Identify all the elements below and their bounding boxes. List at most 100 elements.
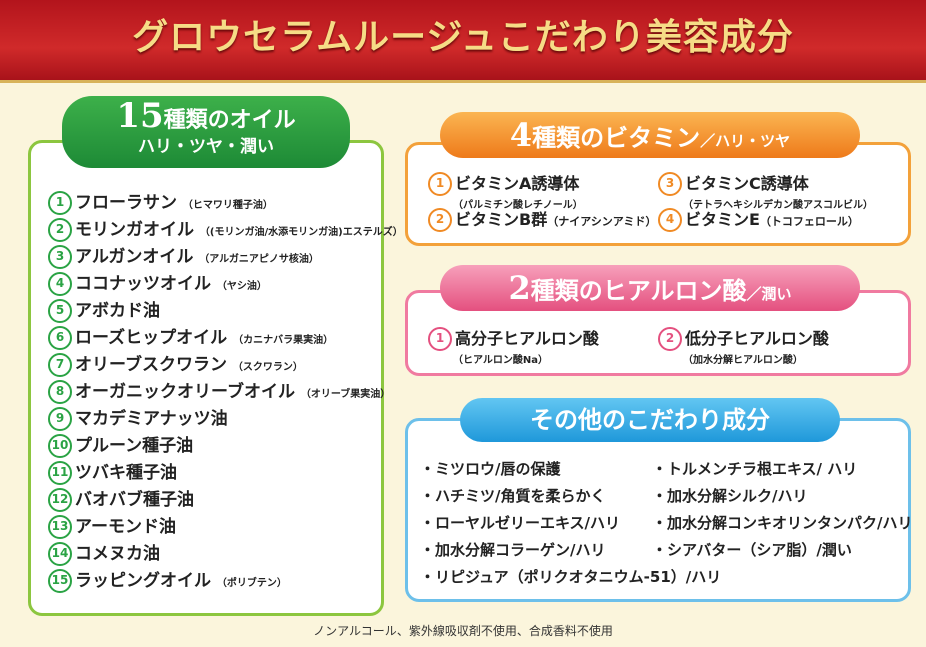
- oil-name: ローズヒップオイル: [75, 328, 228, 348]
- title-banner: グロウセラムルージュこだわり美容成分: [0, 0, 926, 83]
- vitamin-name: ビタミンC誘導体: [685, 174, 809, 193]
- number-badge: 5: [48, 299, 72, 323]
- oil-name: コメヌカ油: [75, 544, 160, 564]
- number-badge: 9: [48, 407, 72, 431]
- oil-note: （ポリブテン）: [216, 578, 287, 589]
- oil-name: アーモンド油: [75, 517, 176, 537]
- vitamins-heading: 4種類のビタミン／ハリ・ツヤ: [440, 112, 860, 158]
- vitamin-note: （ナイアシンアミド）: [547, 215, 657, 228]
- number-badge: 4: [48, 272, 72, 296]
- hyaluronic-heading: 2種類のヒアルロン酸／潤い: [440, 265, 860, 311]
- number-badge: 2: [658, 327, 682, 351]
- vitamin-note: （テトラヘキシルデカン酸アスコルビル）: [683, 200, 873, 211]
- page-title: グロウセラムルージュこだわり美容成分: [132, 16, 794, 58]
- other-item: ・加水分解コラーゲン/ハリ: [420, 541, 606, 559]
- number-badge: 14: [48, 542, 72, 566]
- oils-heading: 15種類のオイルハリ・ツヤ・潤い: [62, 96, 350, 168]
- oil-note: （ヒマワリ種子油）: [182, 200, 273, 211]
- oil-name: ラッピングオイル: [75, 571, 211, 591]
- oil-name: オーガニックオリーブオイル: [75, 382, 295, 402]
- oil-name: モリンガオイル: [75, 220, 194, 240]
- oil-note: （オリーブ果実油）: [300, 389, 391, 400]
- oil-name: アボカド油: [75, 301, 160, 321]
- vitamin-name: ビタミンE: [685, 210, 760, 229]
- vitamins-count: 4: [509, 116, 533, 154]
- oil-name: ツバキ種子油: [75, 463, 177, 483]
- oils-panel: [28, 140, 384, 616]
- oil-name: ココナッツオイル: [75, 274, 211, 294]
- number-badge: 4: [658, 208, 682, 232]
- number-badge: 7: [48, 353, 72, 377]
- oil-name: マカデミアナッツ油: [75, 409, 228, 429]
- vitamins-sub: ／ハリ・ツヤ: [700, 132, 791, 150]
- hyaluronic-note: （加水分解ヒアルロン酸）: [683, 355, 803, 366]
- number-badge: 3: [48, 245, 72, 269]
- vitamin-note: （トコフェロール）: [759, 215, 859, 228]
- oil-note: （アルガニアピノサ核油）: [199, 254, 319, 265]
- hyaluronic-note: （ヒアルロン酸Na）: [453, 355, 549, 366]
- oil-note: （スクワラン）: [232, 362, 303, 373]
- vitamin-name: ビタミンB群: [455, 210, 548, 229]
- other-item: ・シアバター（シア脂）/潤い: [652, 541, 852, 559]
- vitamin-note: （パルミチン酸レチノール）: [453, 200, 583, 211]
- other-item: ・リピジュア（ポリクオタニウム-51）/ハリ: [420, 568, 722, 586]
- number-badge: 10: [48, 434, 72, 458]
- number-badge: 15: [48, 569, 72, 593]
- other-heading: その他のこだわり成分: [460, 398, 840, 442]
- oil-note: （ヤシ油）: [216, 281, 267, 292]
- number-badge: 12: [48, 488, 72, 512]
- number-badge: 1: [428, 172, 452, 196]
- oil-name: アルガンオイル: [75, 247, 194, 267]
- number-badge: 6: [48, 326, 72, 350]
- hyaluronic-name: 低分子ヒアルロン酸: [685, 329, 829, 348]
- number-badge: 2: [428, 208, 452, 232]
- other-item: ・ハチミツ/角質を柔らかく: [420, 487, 606, 505]
- vitamins-panel: [405, 142, 911, 246]
- oil-name: バオバブ種子油: [75, 490, 194, 510]
- number-badge: 11: [48, 461, 72, 485]
- number-badge: 1: [428, 327, 452, 351]
- vitamins-heading-text: 種類のビタミン: [532, 124, 701, 152]
- footer-note: ノンアルコール、紫外線吸収剤不使用、合成香料不使用: [313, 624, 613, 638]
- oil-name: プルーン種子油: [75, 436, 194, 456]
- other-item: ・加水分解シルク/ハリ: [652, 487, 808, 505]
- number-badge: 13: [48, 515, 72, 539]
- other-item: ・加水分解コンキオリンタンパク/ハリ: [652, 514, 913, 532]
- other-item: ・トルメンチラ根エキス/ ハリ: [652, 460, 858, 478]
- oils-heading-text: 種類のオイル: [163, 108, 296, 133]
- oil-note: （(モリンガ油/水添モリンガ油)エステルズ）: [199, 227, 403, 238]
- other-item: ・ローヤルゼリーエキス/ハリ: [420, 514, 621, 532]
- vitamin-name: ビタミンA誘導体: [455, 174, 580, 193]
- hyaluronic-heading-text: 種類のヒアルロン酸: [530, 277, 747, 305]
- other-panel: [405, 418, 911, 602]
- hyaluronic-sub: ／潤い: [746, 285, 792, 303]
- oils-count: 15: [116, 96, 164, 136]
- other-item: ・ミツロウ/唇の保護: [420, 460, 561, 478]
- oil-name: フローラサン: [75, 193, 177, 213]
- oil-note: （カニナバラ果実油）: [233, 335, 334, 346]
- hyaluronic-count: 2: [508, 269, 531, 307]
- number-badge: 3: [658, 172, 682, 196]
- number-badge: 2: [48, 218, 72, 242]
